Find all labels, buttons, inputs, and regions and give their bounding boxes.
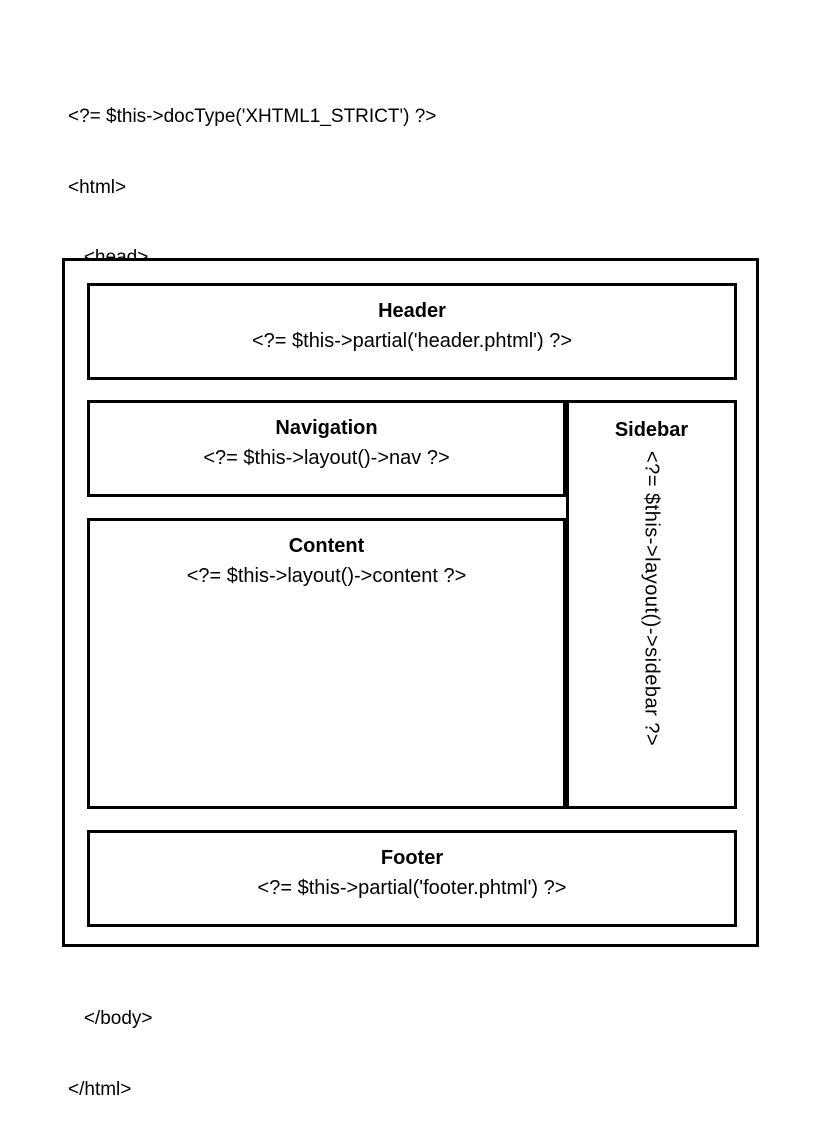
code-line-doctype: <?= $this->docType('XHTML1_STRICT') ?> [68, 106, 437, 127]
code-line-body-close: </body> [68, 1008, 153, 1029]
region-header-code: <?= $this->partial('header.phtml') ?> [251, 330, 573, 352]
code-block-bottom: </body> </html> [68, 960, 153, 1125]
region-content-box: Content <?= $this->layout()->content ?> [87, 518, 566, 809]
region-sidebar-title: Sidebar [614, 419, 689, 441]
layout-outer-box: Header <?= $this->partial('header.phtml'… [62, 258, 759, 947]
code-line-html-open: <html> [68, 176, 127, 198]
code-line-html-close: </html> [68, 1078, 132, 1100]
region-navigation-box: Navigation <?= $this->layout()->nav ?> [87, 400, 566, 497]
region-content-title: Content [288, 535, 365, 557]
region-footer-box: Footer <?= $this->partial('footer.phtml'… [87, 830, 737, 927]
region-sidebar-code: <?= $this->layout()->sidebar ?> [640, 451, 663, 747]
region-sidebar-box: Sidebar <?= $this->layout()->sidebar ?> [566, 400, 737, 809]
region-sidebar-code-wrap: <?= $this->layout()->sidebar ?> [569, 451, 734, 802]
region-content-code: <?= $this->layout()->content ?> [186, 565, 467, 587]
region-header-title: Header [378, 300, 446, 322]
region-header-box: Header <?= $this->partial('header.phtml'… [87, 283, 737, 380]
region-navigation-code: <?= $this->layout()->nav ?> [203, 447, 450, 469]
region-footer-code: <?= $this->partial('footer.phtml') ?> [257, 877, 567, 899]
region-footer-title: Footer [380, 847, 444, 869]
region-navigation-title: Navigation [275, 417, 378, 439]
